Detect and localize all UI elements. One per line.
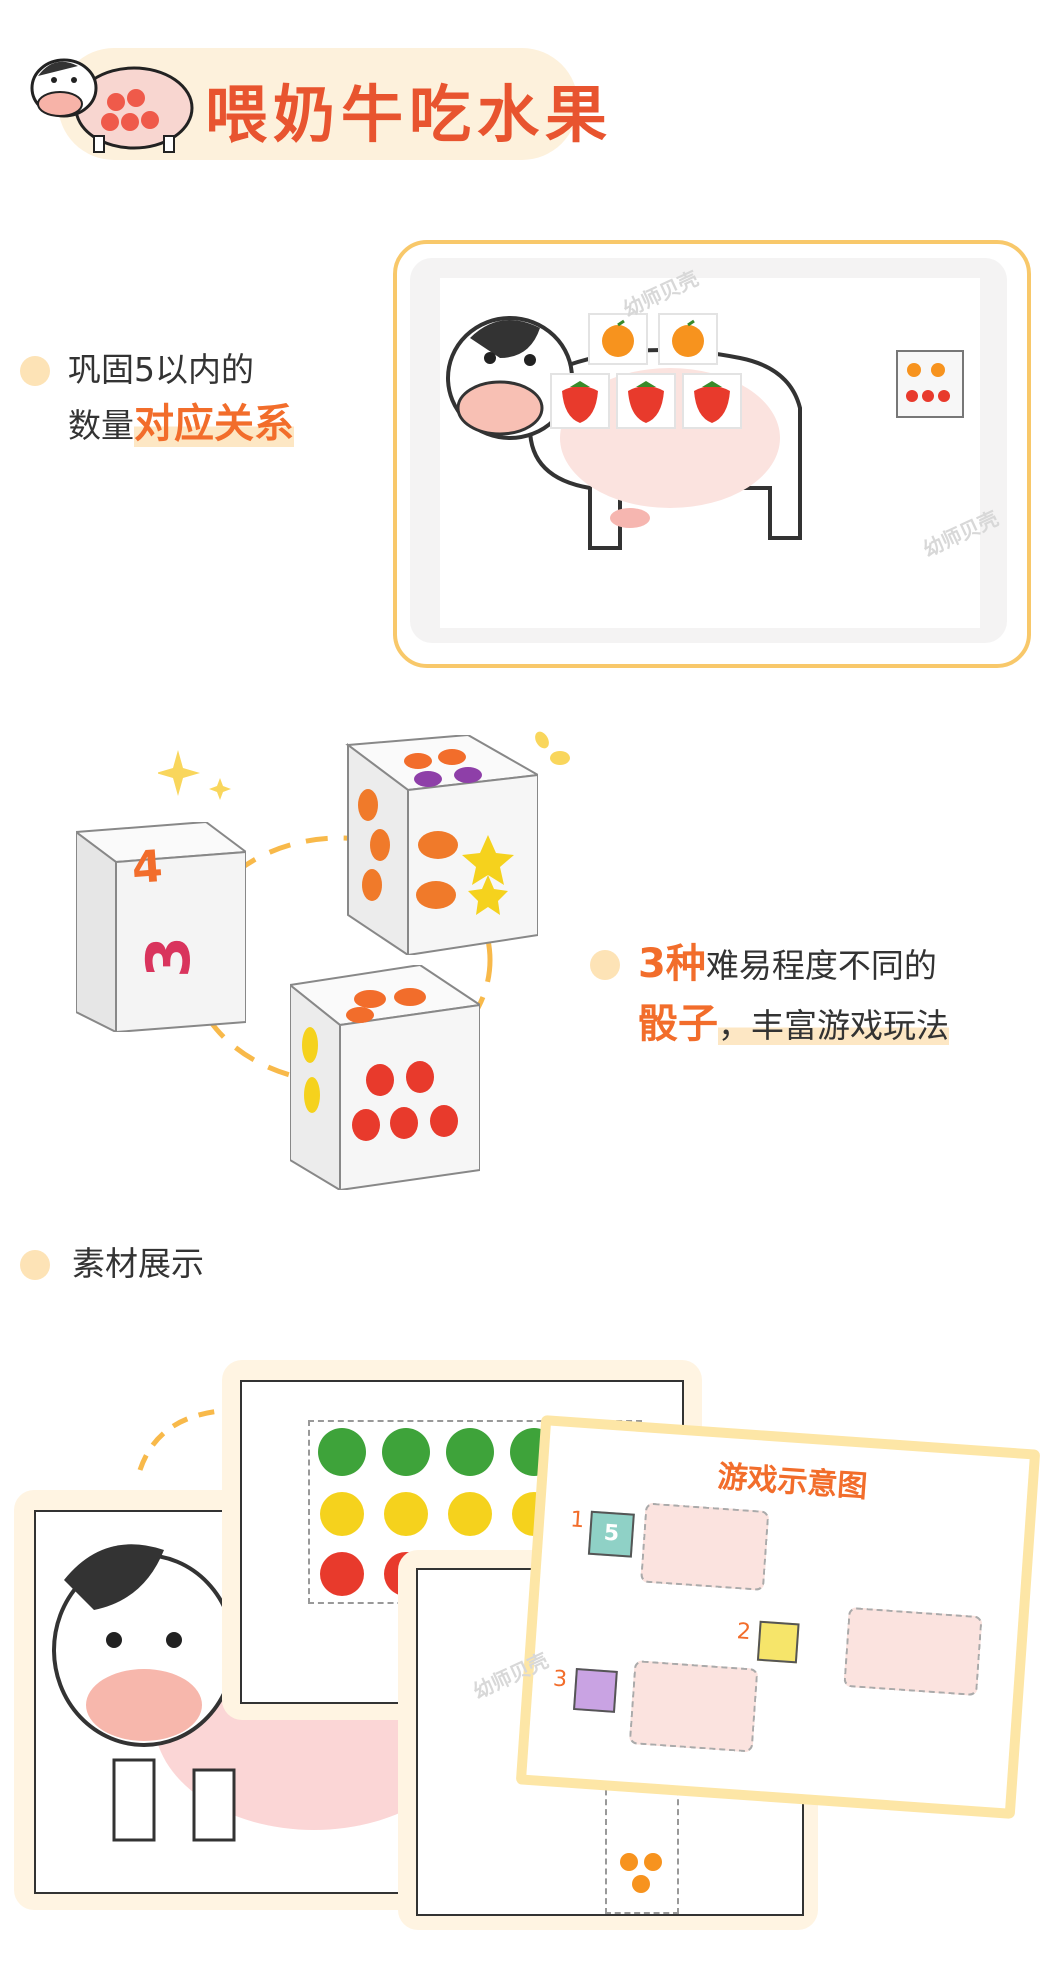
- section1-highlight: 对应关系: [134, 401, 294, 447]
- section1-line2-prefix: 数量: [68, 406, 134, 445]
- sparkle-icon: [158, 750, 231, 800]
- fruit-dice: [896, 350, 964, 418]
- dice-number-front: 3: [133, 936, 204, 978]
- step-1-dice: 5: [587, 1510, 635, 1558]
- materials-collage: 游戏示意图 1 5 2 3 幼师贝壳: [0, 1320, 1049, 1960]
- fruit-dice-medium: [287, 963, 483, 1192]
- strawberry-icon: [694, 381, 730, 423]
- strawberry-icon: [562, 381, 598, 423]
- section2-highlight1: 3种: [638, 941, 706, 987]
- step-1-cow-card: [640, 1502, 770, 1591]
- dice-number-top: 4: [130, 840, 165, 895]
- step-1-label: 1: [569, 1507, 586, 1534]
- orange-icon: [602, 319, 634, 357]
- section1-line2: 数量对应关系: [68, 398, 294, 452]
- step-2-label: 2: [736, 1619, 752, 1646]
- sparkle-dots-icon: [535, 731, 570, 765]
- dashed-arc: [137, 1407, 241, 1471]
- section2-text1: 难易程度不同的: [705, 946, 937, 985]
- section2-text2: ，丰富游戏玩法: [718, 1006, 949, 1045]
- game-diagram-sheet: 游戏示意图 1 5 2 3: [515, 1415, 1041, 1819]
- orange-icon: [672, 319, 704, 357]
- strawberry-icon: [628, 381, 664, 423]
- section3-label: 素材展示: [72, 1244, 204, 1283]
- cow-mascot-icon: [30, 58, 194, 153]
- bullet-dot: [590, 950, 620, 980]
- step-2-cow-card: [843, 1606, 983, 1697]
- bullet-dot: [20, 1250, 50, 1280]
- step-3-label: 3: [552, 1666, 568, 1693]
- cow-game-photo: 幼师贝壳 幼师贝壳: [410, 258, 1007, 643]
- section1-line1: 巩固5以内的: [68, 350, 254, 389]
- step-3-cow-card: [628, 1660, 759, 1753]
- section2-line1: 3种难易程度不同的: [638, 938, 937, 992]
- number-dice: 4 3: [73, 820, 249, 1034]
- step-3-dice: [573, 1668, 618, 1713]
- step-2-dice: [756, 1620, 800, 1664]
- fruit-dice-hard: [338, 733, 542, 957]
- cow-board-icon: [446, 316, 802, 550]
- section2-highlight2: 骰子: [638, 1001, 718, 1047]
- page-title: 喂奶牛吃水果: [205, 78, 614, 151]
- section2-line2: 骰子，丰富游戏玩法: [638, 998, 949, 1052]
- bullet-dot: [20, 356, 50, 386]
